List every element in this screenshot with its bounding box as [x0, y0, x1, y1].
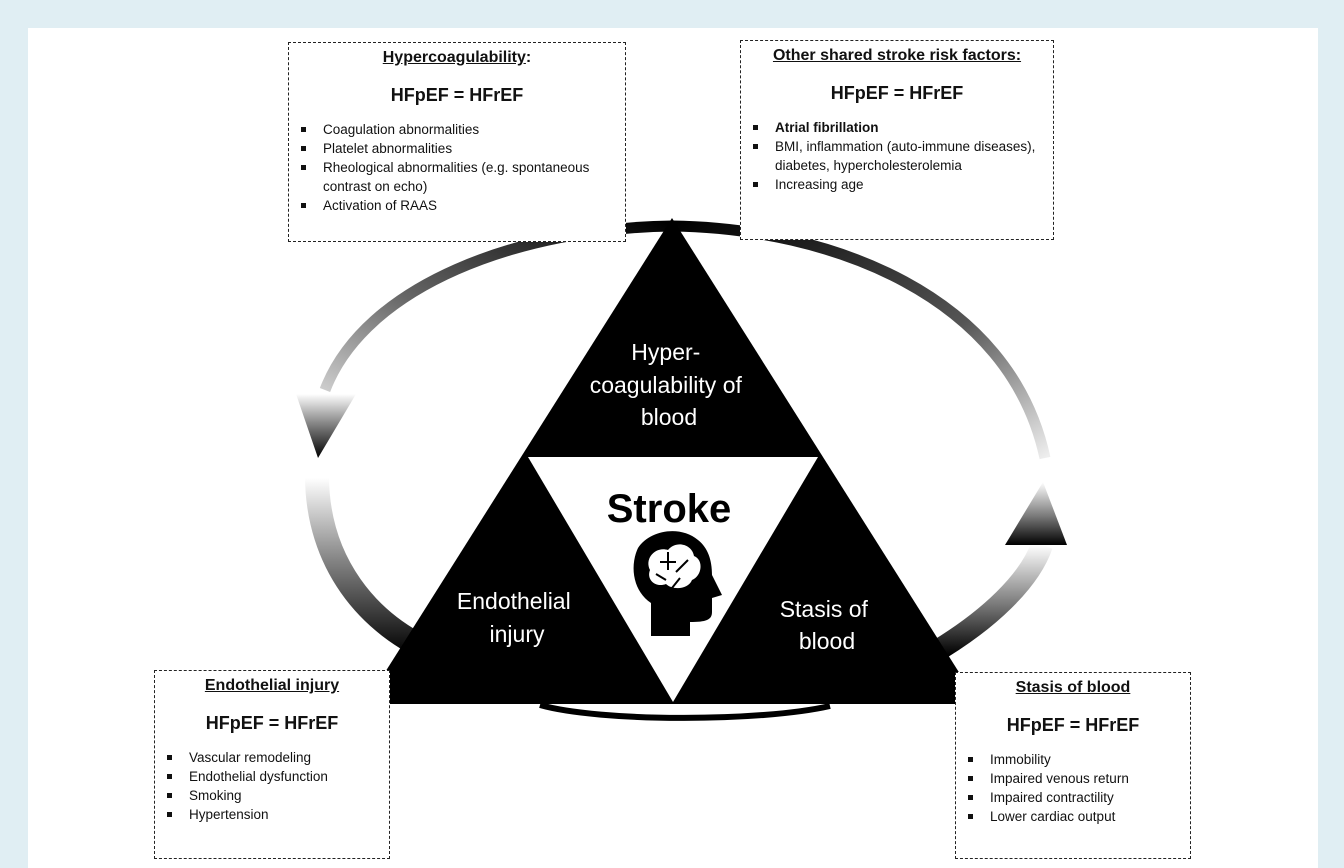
label-endothelial-injury: Endothelial injury [457, 588, 577, 647]
label-hypercoagulability: Hyper- coagulability of blood [590, 339, 749, 430]
box-equation: HFpEF = HFrEF [830, 83, 964, 103]
hypercoag-line-3: blood [641, 404, 697, 430]
stasis-of-blood-box: Stasis of blood HFpEF = HFrEF Immobility… [955, 672, 1191, 859]
list-item: Vascular remodeling [163, 748, 383, 767]
other-risk-factors-box: Other shared stroke risk factors: HFpEF … [740, 40, 1054, 240]
endothelial-line-2: injury [490, 621, 545, 647]
hypercoag-line-2: coagulability of [590, 372, 743, 398]
hypercoag-list: Coagulation abnormalities Platelet abnor… [289, 120, 625, 215]
list-item: Endothelial dysfunction [163, 767, 383, 786]
arrowhead-right [1005, 482, 1067, 545]
box-title: Other shared stroke risk factors: [772, 47, 1022, 64]
list-item: BMI, inflammation (auto-immune diseases)… [749, 137, 1047, 175]
box-equation: HFpEF = HFrEF [1006, 715, 1140, 735]
list-item: Impaired contractility [964, 788, 1184, 807]
box-title: Stasis of blood [1015, 679, 1131, 696]
label-stasis-of-blood: Stasis of blood [780, 596, 875, 654]
stasis-list: Immobility Impaired venous return Impair… [956, 750, 1190, 826]
hypercoag-title-text: Hypercoagulability [382, 49, 526, 66]
list-item: Immobility [964, 750, 1184, 769]
endothelial-line-1: Endothelial [457, 588, 571, 614]
list-item: Rheological abnormalities (e.g. spontane… [297, 158, 619, 196]
box-title: Endothelial injury [204, 677, 340, 694]
box-title: Hypercoagulability: [289, 49, 625, 67]
box-equation: HFpEF = HFrEF [205, 713, 339, 733]
list-item: Atrial fibrillation [749, 118, 1047, 137]
box-equation: HFpEF = HFrEF [390, 85, 524, 105]
cycle-arc-right [924, 541, 1053, 665]
brain-head-icon [633, 531, 722, 636]
list-item: Impaired venous return [964, 769, 1184, 788]
list-item: Hypertension [163, 805, 383, 824]
endothelial-list: Vascular remodeling Endothelial dysfunct… [155, 748, 389, 824]
list-item: Platelet abnormalities [297, 139, 619, 158]
arrowhead-left [296, 394, 356, 458]
cycle-arc-bottom [539, 702, 831, 721]
list-item: Smoking [163, 786, 383, 805]
hypercoag-title-colon: : [525, 49, 532, 66]
hypercoag-line-1: Hyper- [631, 339, 700, 365]
cycle-arc-top-right [671, 220, 1051, 460]
stasis-line-2: blood [799, 628, 855, 654]
hypercoagulability-box: Hypercoagulability: HFpEF = HFrEF Coagul… [288, 42, 626, 242]
list-item: Coagulation abnormalities [297, 120, 619, 139]
list-item: Lower cardiac output [964, 807, 1184, 826]
stroke-title: Stroke [607, 487, 732, 531]
stasis-line-1: Stasis of [780, 596, 869, 622]
other-risk-list: Atrial fibrillation BMI, inflammation (a… [741, 118, 1053, 194]
list-item: Increasing age [749, 175, 1047, 194]
list-item: Activation of RAAS [297, 196, 619, 215]
endothelial-injury-box: Endothelial injury HFpEF = HFrEF Vascula… [154, 670, 390, 859]
